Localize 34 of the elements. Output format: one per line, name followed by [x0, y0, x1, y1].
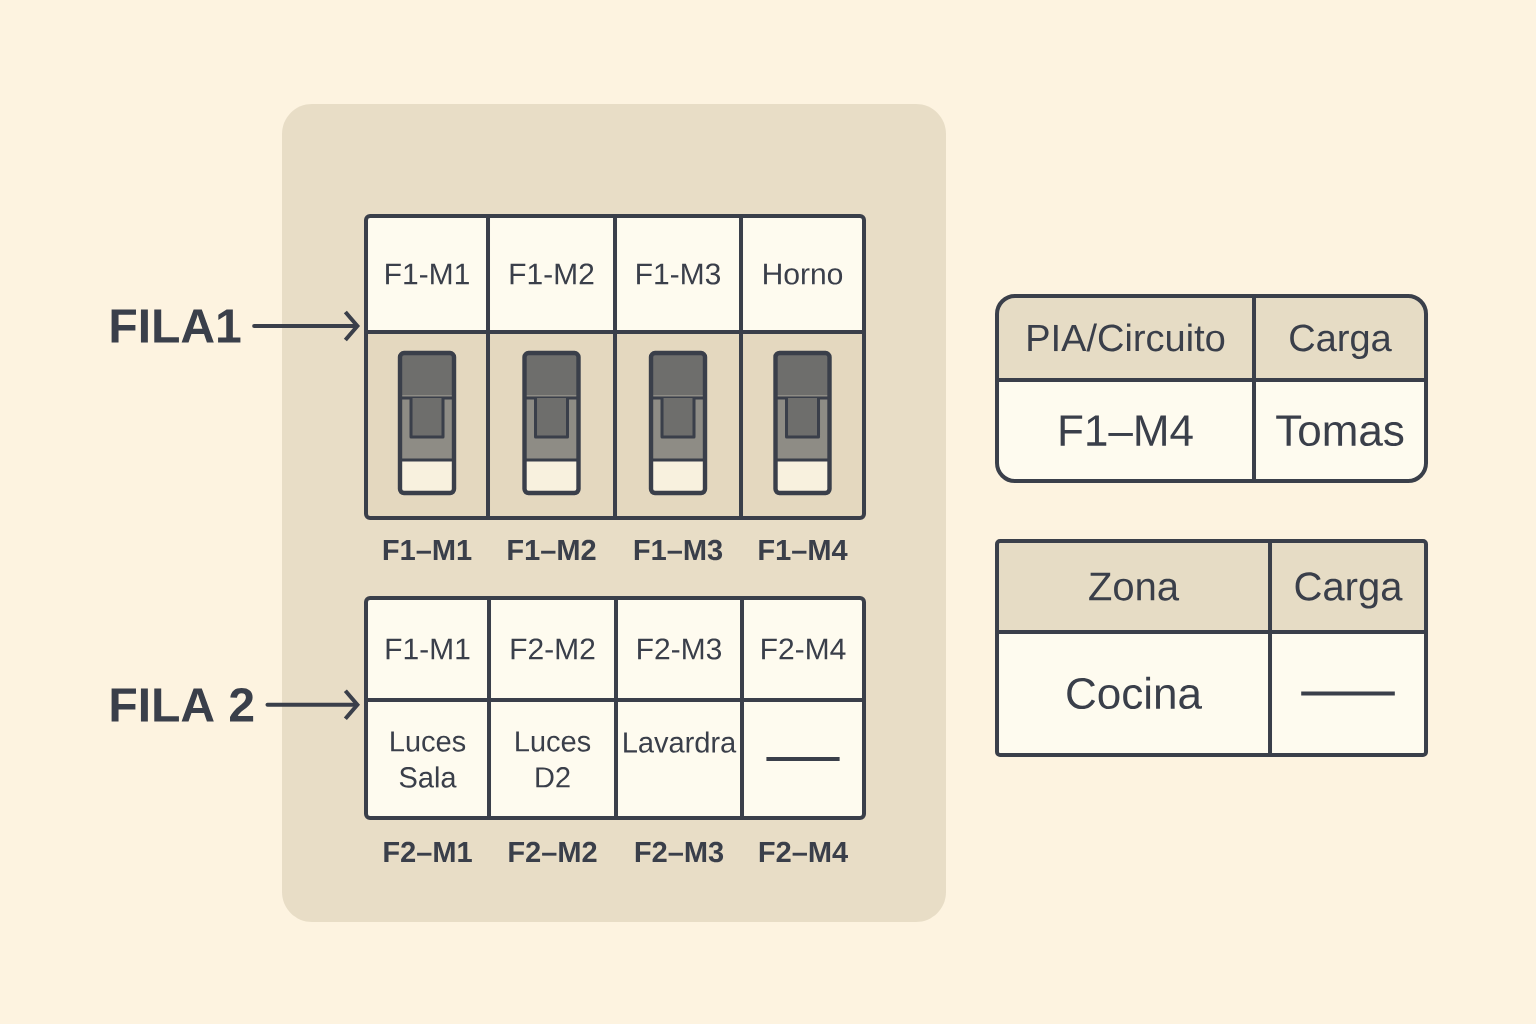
- label-text: F1-M3: [637, 263, 721, 285]
- data-table: [995, 539, 1428, 757]
- node-label: F1–M2: [508, 539, 596, 560]
- grid-table: [364, 214, 866, 520]
- node-label: F2–M4: [759, 841, 848, 862]
- node-label: F2–M3: [635, 841, 724, 863]
- label-text: F2-M2: [511, 638, 595, 660]
- column-heading: Carga: [1295, 572, 1403, 609]
- table-entry: Cocina: [1067, 676, 1202, 710]
- row-label: FILA1: [111, 309, 241, 343]
- label-text: Luces D2: [516, 731, 591, 788]
- label-text: Horno: [764, 263, 843, 285]
- node-label: F1–M1: [383, 540, 472, 560]
- label-text: Luces Sala: [391, 731, 466, 788]
- grid-table: [364, 596, 866, 820]
- label-text: F1-M2: [510, 263, 594, 285]
- column-heading: PIA/Circuito: [1028, 323, 1225, 352]
- label-text: F1-M1: [386, 263, 469, 285]
- label-text: F2-M3: [638, 638, 722, 660]
- table-entry: F1–M4: [1060, 415, 1193, 446]
- arrow: [265, 689, 360, 721]
- row-label: FILA 2: [111, 688, 254, 722]
- label-text: F1-M1: [386, 638, 470, 660]
- column-heading: Zona: [1089, 572, 1180, 601]
- label-text: Lavardra: [624, 731, 737, 753]
- node-label: F1–M3: [634, 539, 723, 561]
- arrow: [252, 310, 360, 342]
- column-heading: Carga: [1290, 324, 1392, 359]
- node-label: F2–M1: [384, 841, 472, 862]
- data-table: [995, 294, 1428, 483]
- label-text: F2-M4: [762, 638, 846, 660]
- table-entry: Tomas: [1276, 415, 1404, 447]
- node-label: F1–M4: [759, 540, 848, 560]
- node-label: F2–M2: [509, 841, 597, 862]
